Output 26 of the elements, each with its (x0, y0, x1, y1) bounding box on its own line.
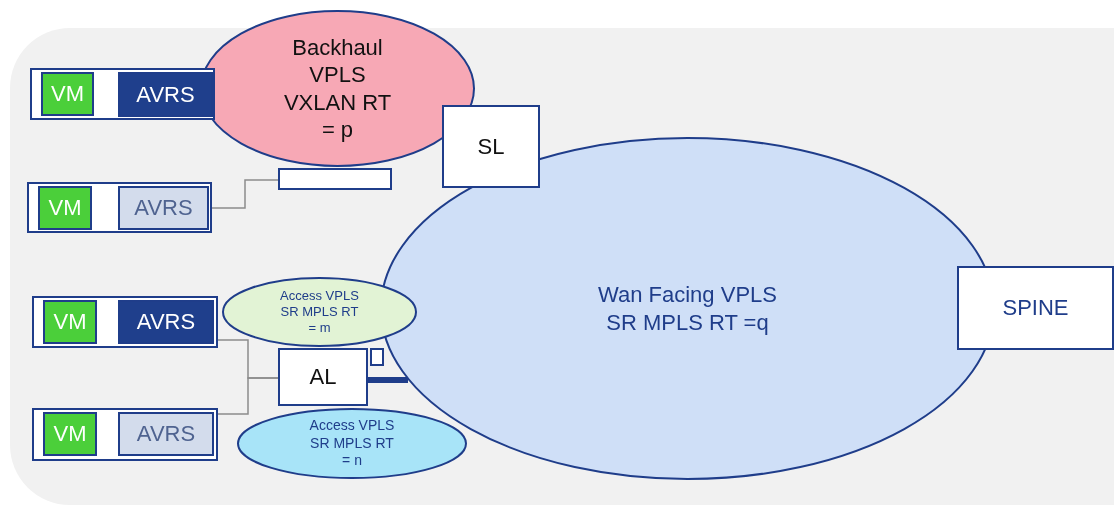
node-label: Access VPLS SR MPLS RT = m (279, 287, 360, 337)
spine-box: SPINE (957, 266, 1114, 350)
vm-block: VM (43, 300, 97, 344)
router-box: SL (442, 105, 540, 188)
switch-block: AVRS (118, 186, 209, 230)
router-box: AL (278, 348, 368, 406)
stacked-box (370, 348, 384, 366)
vm-block: VM (38, 186, 92, 230)
host-frame (27, 182, 212, 233)
node-label: Wan Facing VPLS SR MPLS RT =q (597, 281, 778, 336)
switch-block: AVRS (118, 72, 213, 117)
vm-block: VM (41, 72, 94, 116)
node-label: Backhaul VPLS VXLAN RT = p (282, 33, 393, 144)
host-frame (30, 68, 215, 120)
switch-block: AVRS (118, 300, 214, 344)
host-frame (32, 296, 218, 348)
stacked-box (278, 168, 392, 190)
thick-link-line (368, 377, 408, 383)
link-line (211, 179, 279, 209)
vm-block: VM (43, 412, 97, 456)
node-label: Access VPLS SR MPLS RT = n (308, 417, 396, 470)
vpls-ellipse (237, 408, 467, 479)
link-line (217, 377, 279, 415)
vpls-ellipse (222, 277, 417, 347)
switch-block: AVRS (118, 412, 214, 456)
host-frame (32, 408, 218, 461)
